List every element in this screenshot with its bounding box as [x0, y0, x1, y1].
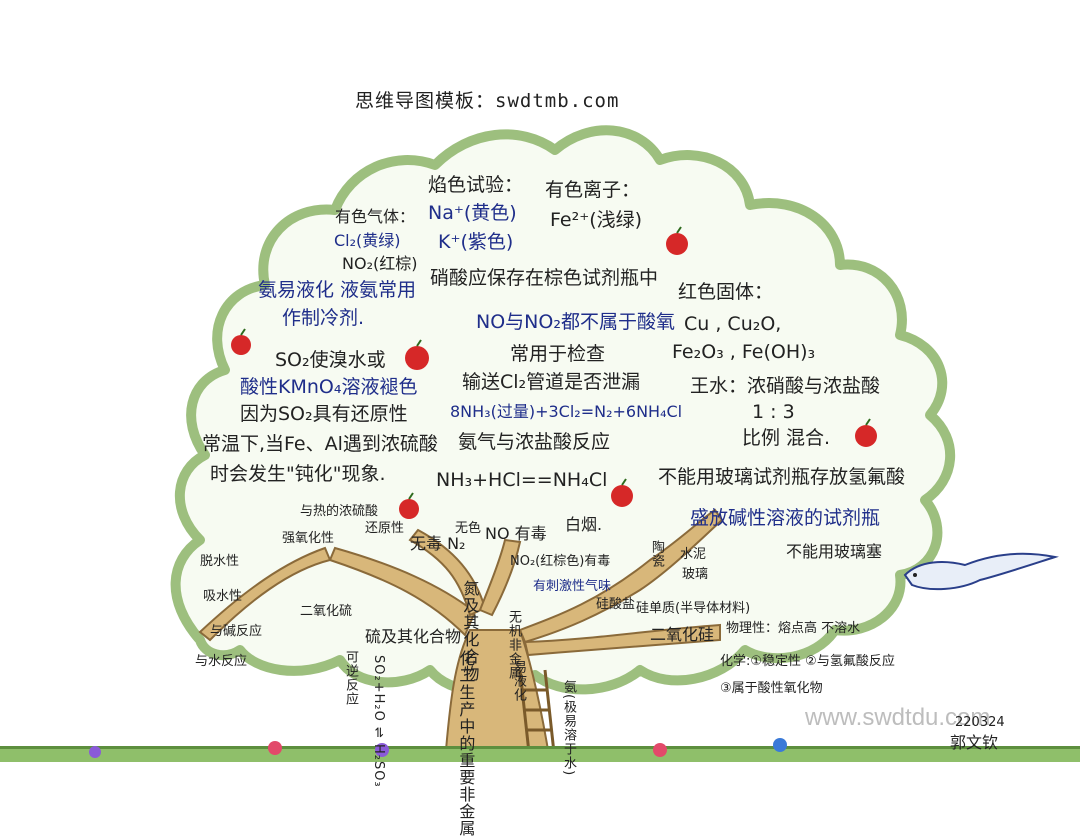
apple-icon — [855, 425, 877, 447]
detect-note-2: 输送Cl₂管道是否泄漏 — [462, 371, 641, 393]
ammonia-note-1: 氨易液化 液氨常用 — [258, 279, 417, 301]
nitrogen-colorless: 无色 — [455, 521, 482, 536]
red-solids-1: Cu , Cu₂O, — [684, 313, 782, 335]
silicon-physical: 物理性：熔点高 不溶水 — [726, 621, 861, 636]
watermark-url: www.swdtdu.com — [805, 704, 991, 731]
hcl-reaction-note: 氨气与浓盐酸反应 — [458, 431, 611, 453]
flower-icon — [375, 743, 389, 757]
colored-gas-title: 有色气体： — [335, 207, 416, 226]
tree-illustration — [0, 125, 1080, 763]
branch-sulfur: 硫及其化合物 — [365, 627, 462, 646]
sulfur-reduce: 还原性 — [365, 521, 405, 536]
apple-icon — [611, 485, 633, 507]
ratio-note: 1 : 3 — [752, 401, 795, 423]
nitrogen-no: NO 有毒 — [485, 524, 547, 543]
nitrogen-liquefy: 易液化 — [510, 660, 526, 702]
passivation-note-1: 常温下,当Fe、Al遇到浓硫酸 — [202, 433, 438, 455]
nh3-hcl-note: NH₃+HCl==NH₄Cl — [436, 469, 608, 491]
nitrogen-n2: 无毒 N₂ — [410, 534, 466, 553]
flame-title: 焰色试验： — [428, 174, 524, 196]
signature-name: 郭文钦 — [950, 733, 999, 752]
tree-trunk — [198, 508, 724, 763]
apples — [231, 226, 877, 519]
so2-note-2: 酸性KMnO₄溶液褪色 — [240, 376, 418, 398]
sulfur-acid: 强氧化性 — [282, 531, 335, 546]
page-title: 思维导图模板：swdtmb.com — [355, 90, 620, 112]
so2-note-3: 因为SO₂具有还原性 — [240, 403, 408, 425]
silicon-cement: 水泥 — [680, 547, 707, 562]
apple-icon — [405, 346, 429, 370]
branch-silicon: 二氧化硅 — [650, 625, 715, 644]
glass-note-3: 不能用玻璃塞 — [786, 542, 883, 561]
colored-gas-no2: NO₂(红棕) — [342, 254, 418, 273]
nitrogen-ammonia: 氨(极易溶于水) — [560, 680, 576, 777]
glass-note-1: 不能用玻璃试剂瓶存放氢氟酸 — [658, 466, 906, 488]
apple-icon — [399, 499, 419, 519]
no-acid-oxide-note: NO与NO₂都不属于酸氧 — [476, 311, 675, 333]
sulfur-so2: 二氧化硫 — [300, 604, 353, 619]
reaction-note: 8NH₃(过量)+3Cl₂=N₂+6NH₄Cl — [450, 402, 683, 421]
flame-k: K⁺(紫色) — [438, 231, 514, 253]
nitric-acid-note: 硝酸应保存在棕色试剂瓶中 — [430, 267, 659, 289]
mind-map-canvas: 思维导图模板：swdtmb.com 有色气体： Cl₂(黄绿) NO₂(红棕) … — [0, 90, 1080, 837]
sulfur-react1: 与碱反应 — [210, 624, 263, 639]
silicon-ceramics: 陶瓷 — [648, 540, 664, 568]
sulfur-so3: SO₂+H₂O ⇌ H₂SO₃ — [370, 655, 386, 788]
silicon-glass: 玻璃 — [682, 567, 709, 582]
ammonia-note-2: 作制冷剂. — [282, 307, 365, 329]
trunk-label: 无机非金属 — [505, 610, 521, 680]
passivation-note-2: 时会发生"钝化"现象. — [210, 463, 386, 485]
branch-nitrogen: 氮及其化合物 — [460, 580, 480, 682]
ratio-mix-note: 比例 混合. — [742, 427, 831, 449]
sulfur-dehydrate: 脱水性 — [200, 554, 240, 569]
colored-ion-title: 有色离子： — [545, 179, 641, 201]
sulfur-reversible: 可逆反应 — [342, 650, 358, 706]
flame-na: Na⁺(黄色) — [428, 202, 517, 224]
detect-note-1: 常用于检查 — [510, 343, 606, 365]
sulfur-oxidizing: 与热的浓硫酸 — [300, 504, 379, 519]
flower-icon — [89, 746, 101, 758]
white-smoke-note: 白烟. — [565, 515, 603, 534]
aqua-regia-note: 王水：浓硝酸与浓盐酸 — [690, 375, 881, 397]
glass-note-2: 盛放碱性溶液的试剂瓶 — [690, 507, 881, 529]
signature-date: 220324 — [955, 715, 1005, 730]
apple-icon — [231, 335, 251, 355]
colored-gas-cl2: Cl₂(黄绿) — [334, 231, 401, 250]
tree-canopy — [170, 125, 956, 697]
bird-icon — [903, 552, 1059, 591]
red-solids-2: Fe₂O₃ , Fe(OH)₃ — [672, 341, 816, 363]
sulfur-react2: 与水反应 — [195, 654, 248, 669]
flower-icon — [268, 741, 282, 755]
nitrogen-no2: NO₂(红棕色)有毒 — [510, 554, 611, 569]
red-solids-title: 红色固体： — [678, 281, 774, 303]
colored-ion-fe: Fe²⁺(浅绿) — [550, 209, 643, 231]
flower-icon — [653, 743, 667, 757]
flower-icon — [773, 738, 787, 752]
silicon-si: 硅单质(半导体材料) — [636, 601, 751, 616]
nitrogen-sub1: 有刺激性气味 — [533, 579, 612, 594]
flowers — [89, 738, 787, 758]
silicon-chem1: 化学:①稳定性 ②与氢氟酸反应 — [720, 654, 895, 669]
ground — [0, 746, 1080, 762]
so2-note-1: SO₂使溴水或 — [275, 349, 386, 371]
silicon-chem2: ③属于酸性氧化物 — [720, 681, 823, 696]
apple-icon — [666, 233, 688, 255]
silicon-silicate: 硅酸盐 — [596, 597, 636, 612]
sulfur-absorb: 吸水性 — [203, 589, 243, 604]
